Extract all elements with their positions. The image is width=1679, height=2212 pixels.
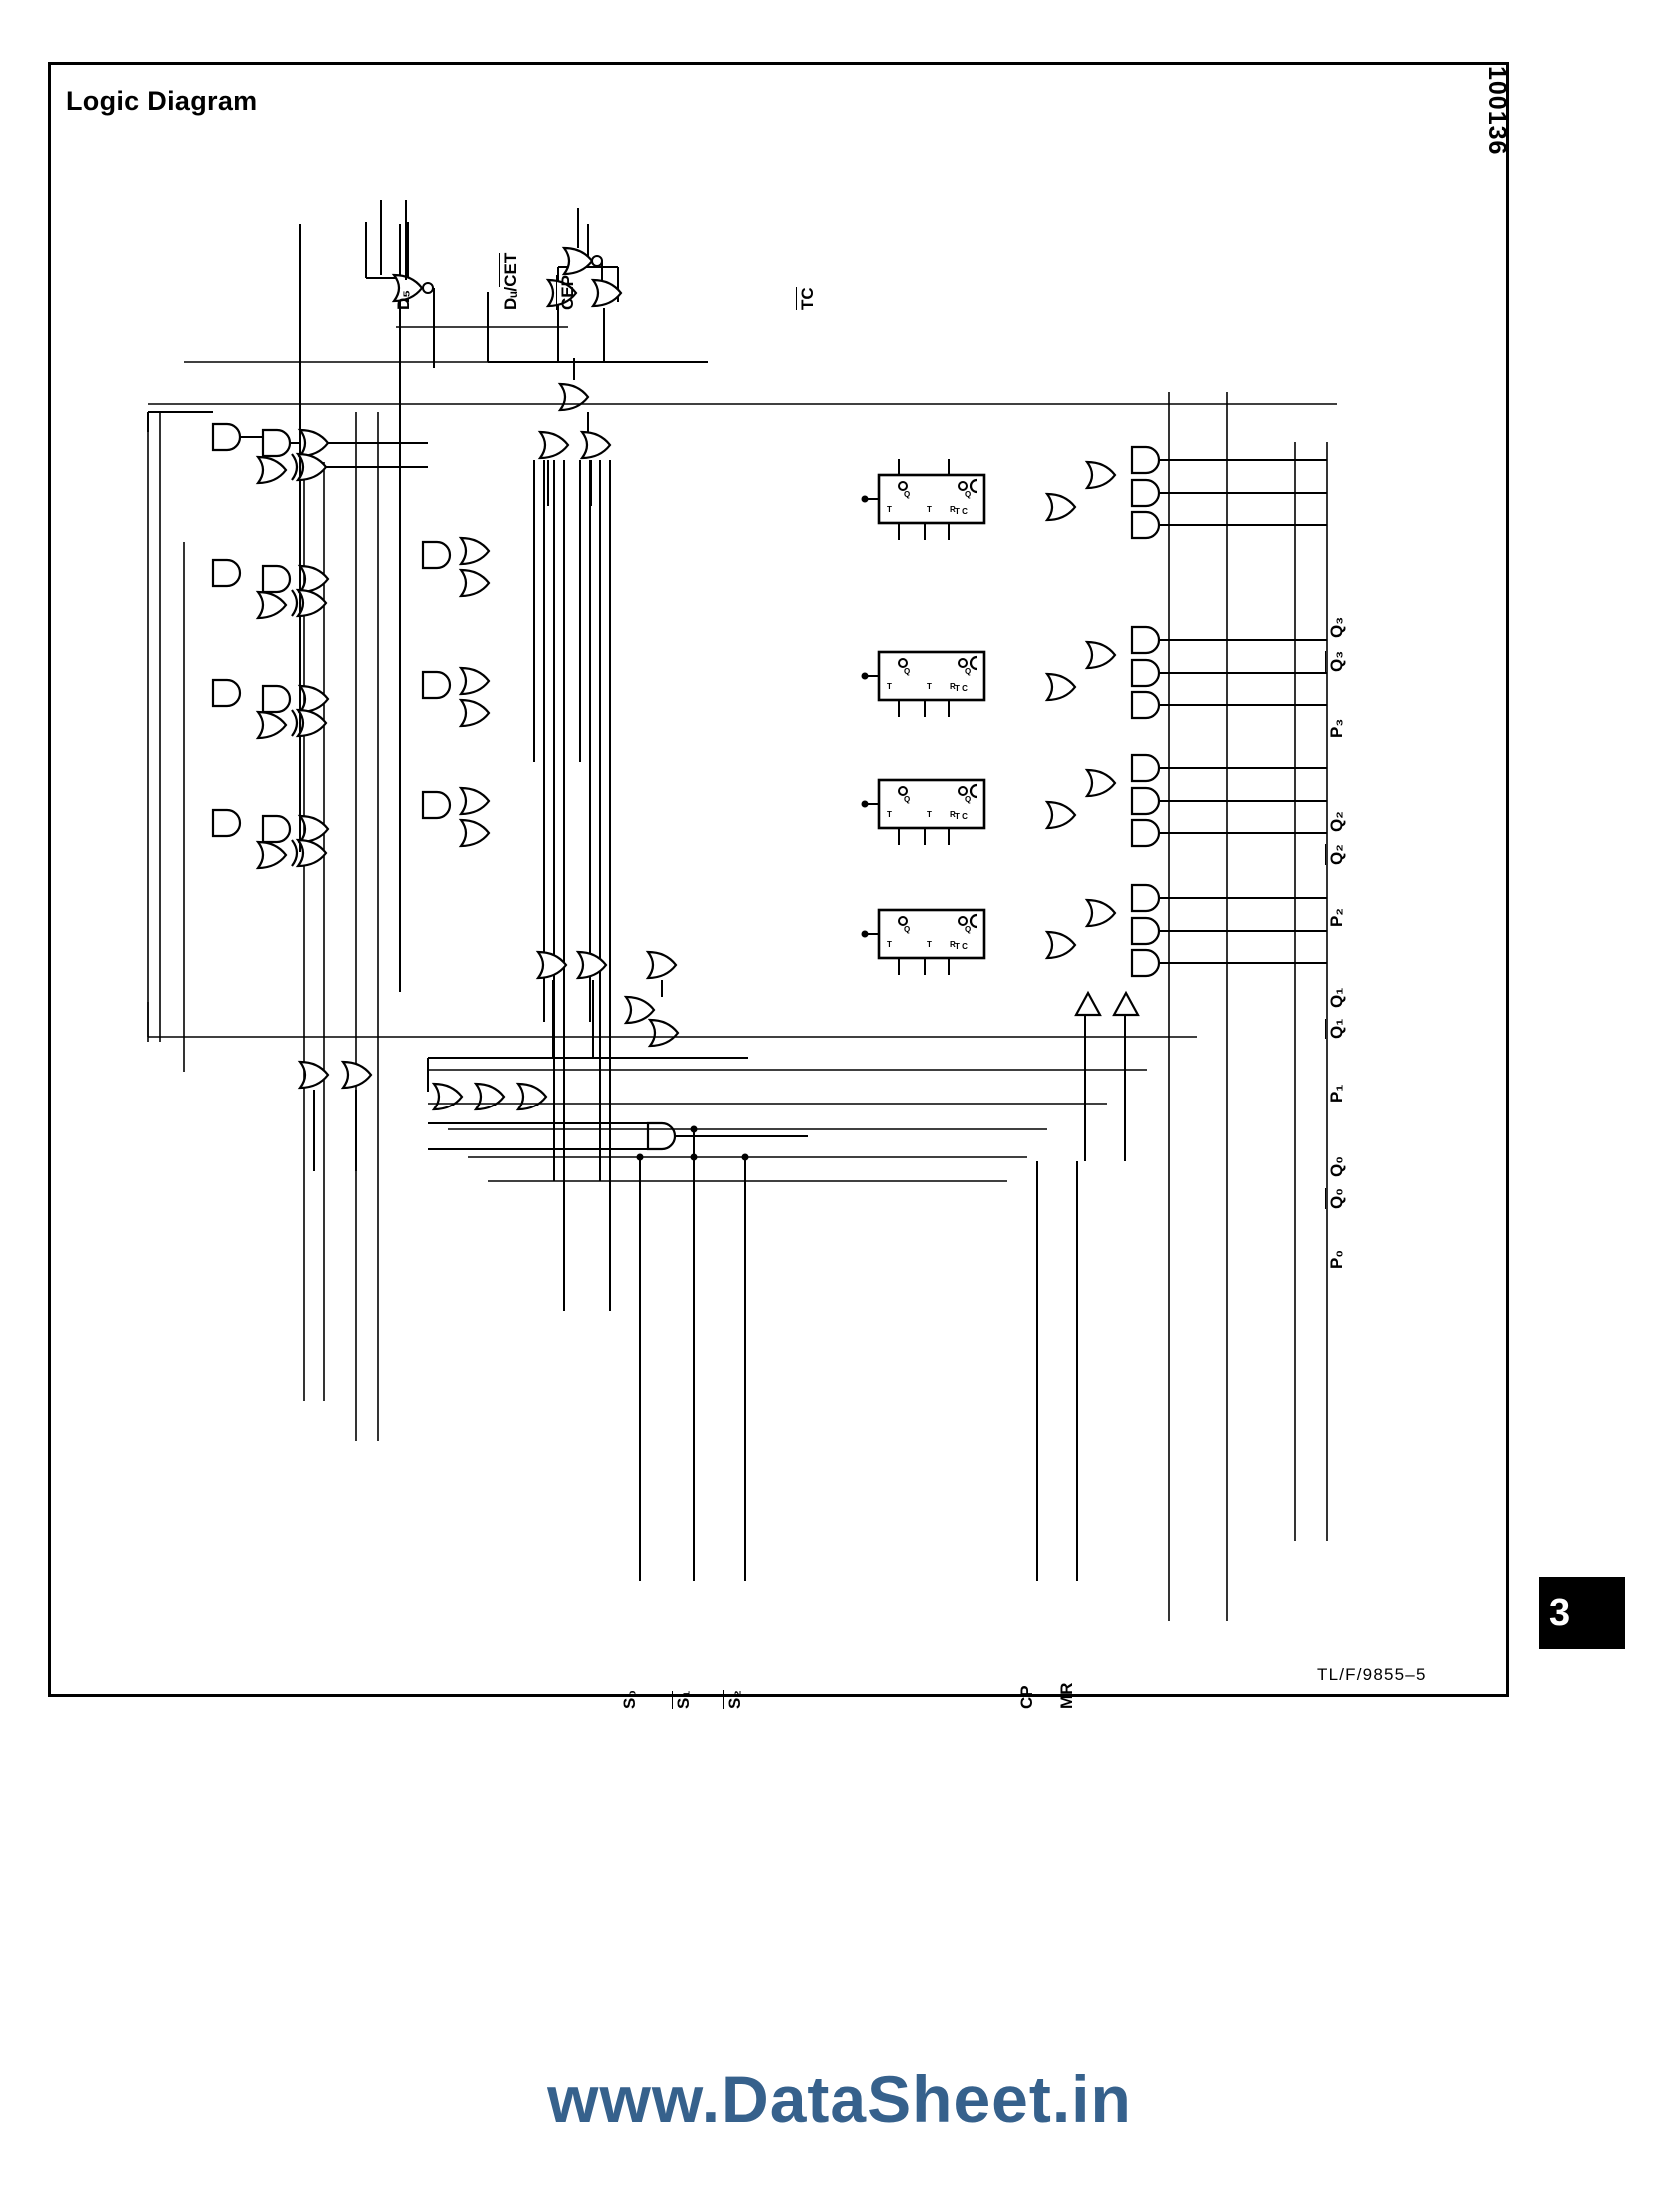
svg-text:Q: Q bbox=[965, 795, 971, 804]
site-watermark: www.DataSheet.in bbox=[547, 2062, 1132, 2136]
svg-text:T: T bbox=[927, 682, 932, 691]
output-pin-p0: P₀ bbox=[1327, 1249, 1346, 1269]
svg-text:Q: Q bbox=[904, 667, 910, 676]
svg-text:Q: Q bbox=[965, 925, 971, 934]
stage-1: T Q T R Q T C bbox=[211, 666, 1327, 848]
svg-text:R: R bbox=[950, 810, 956, 819]
svg-text:T: T bbox=[927, 505, 932, 514]
page-title: Logic Diagram bbox=[66, 86, 258, 116]
input-pin-tc: TC bbox=[796, 287, 817, 310]
output-pin-q0n: Q₀ bbox=[1325, 1188, 1346, 1209]
output-pin-q3: Q₃ bbox=[1327, 616, 1346, 638]
stage-0: T Q T R Q T C bbox=[211, 786, 1327, 978]
svg-text:T C: T C bbox=[955, 812, 968, 821]
svg-text:R: R bbox=[950, 940, 956, 949]
output-pin-q0: Q₀ bbox=[1327, 1156, 1346, 1177]
output-pin-p3: P₃ bbox=[1327, 718, 1346, 738]
svg-text:T: T bbox=[887, 940, 892, 949]
svg-text:Q: Q bbox=[965, 667, 971, 676]
svg-text:Q: Q bbox=[904, 795, 910, 804]
select-decode-network bbox=[298, 950, 1140, 1171]
top-rails bbox=[147, 326, 1337, 1037]
svg-text:Q: Q bbox=[904, 490, 910, 499]
input-pin-du-cet: Dᵤ/CET bbox=[499, 252, 520, 310]
svg-text:T C: T C bbox=[955, 684, 968, 693]
input-pin-s1: S₁ bbox=[672, 1690, 693, 1709]
logic-schematic: T Q T R Q T C bbox=[147, 200, 1337, 1621]
svg-text:T: T bbox=[887, 682, 892, 691]
output-pin-q1n: Q₁ bbox=[1325, 1018, 1346, 1039]
svg-text:T: T bbox=[887, 810, 892, 819]
stage-3: T Q T R Q T C bbox=[147, 411, 1327, 540]
svg-text:Q: Q bbox=[904, 925, 910, 934]
gate-tc-network bbox=[487, 208, 708, 363]
output-pin-q3n: Q₃ bbox=[1325, 650, 1346, 672]
output-pin-q1: Q₁ bbox=[1327, 987, 1346, 1008]
stage-2: T Q T R Q T C bbox=[211, 536, 1327, 720]
input-pin-d5: D₅ bbox=[394, 289, 413, 310]
content-frame bbox=[48, 62, 1509, 1697]
output-pin-p1: P₁ bbox=[1327, 1084, 1346, 1103]
input-pin-cp: CP bbox=[1017, 1685, 1036, 1709]
svg-text:Q: Q bbox=[965, 490, 971, 499]
section-tab: 3 bbox=[1539, 1577, 1625, 1649]
gate-cep-cet bbox=[380, 200, 435, 368]
output-pin-q2n: Q₂ bbox=[1325, 844, 1346, 865]
input-pin-cep: CEP bbox=[556, 275, 577, 310]
svg-text:R: R bbox=[950, 682, 956, 691]
input-pin-mr: MR bbox=[1057, 1682, 1076, 1709]
input-pin-s0: S₀ bbox=[620, 1689, 639, 1709]
svg-text:T: T bbox=[927, 810, 932, 819]
output-pin-q2: Q₂ bbox=[1327, 811, 1346, 832]
document-reference: TL/F/9855–5 bbox=[1317, 1665, 1427, 1684]
output-pin-p2: P₂ bbox=[1327, 908, 1346, 927]
svg-text:T: T bbox=[927, 940, 932, 949]
input-pin-s2: S₂ bbox=[723, 1690, 744, 1709]
feedback-bus bbox=[147, 392, 1328, 1621]
svg-text:T: T bbox=[887, 505, 892, 514]
svg-text:T C: T C bbox=[955, 942, 968, 951]
svg-text:R: R bbox=[950, 505, 956, 514]
carry-lookahead-network bbox=[533, 358, 612, 1311]
bottom-rails bbox=[148, 1036, 1197, 1182]
bottom-pin-stubs bbox=[639, 1129, 1078, 1581]
top-input-wires bbox=[299, 222, 619, 992]
svg-text:T C: T C bbox=[955, 507, 968, 516]
